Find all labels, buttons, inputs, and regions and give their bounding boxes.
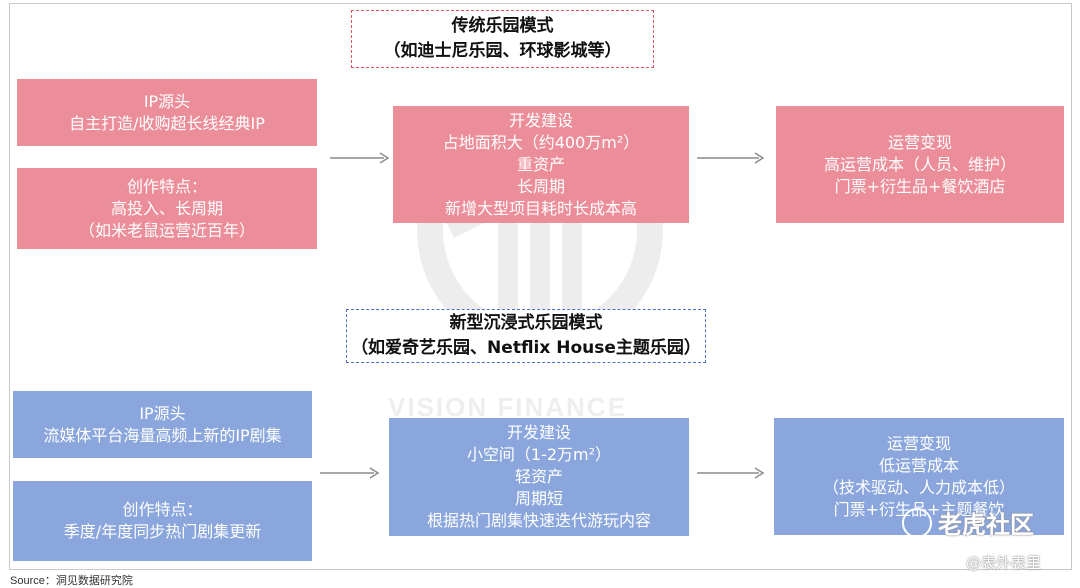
source-note: Source：洞见数据研究院 [10,575,133,587]
brand-watermark: 老虎社区 [902,505,1034,540]
immersive-ip-source-box: IP源头 流媒体平台海量高频上新的IP剧集 [13,391,312,458]
operation-heading: 运营变现 [886,433,951,453]
creation-desc: 高投入、长周期 [110,198,223,218]
ip-source-heading: IP源头 [143,91,191,111]
development-heading: 开发建设 [506,423,571,442]
immersive-title-line1: 新型沉浸式乐园模式 [449,313,603,333]
development-heading: 开发建设 [508,110,573,130]
traditional-ip-source-box: IP源头 自主打造/收购超长线经典IP [17,79,317,146]
development-content: 根据热门剧集快速迭代游玩内容 [426,511,651,530]
development-area: 占地面积大（约400万m²） [442,132,640,152]
arrow-right-icon [330,152,390,164]
tiger-logo-icon [902,507,932,538]
traditional-creation-box: 创作特点： 高投入、长周期 （如米老鼠运营近百年） [17,168,317,249]
ip-source-desc: 自主打造/收购超长线经典IP [69,113,265,133]
development-project: 新增大型项目耗时长成本高 [444,198,637,218]
arrow-right-icon [697,467,765,479]
operation-cost-note: （技术驱动、人力成本低） [822,477,1015,497]
immersive-development-box: 开发建设 小空间（1-2万m²） 轻资产 周期短 根据热门剧集快速迭代游玩内容 [389,418,689,536]
ip-source-desc: 流媒体平台海量高频上新的IP剧集 [43,425,282,445]
creation-heading: 创作特点： [122,500,203,519]
diagram-panel [9,3,1072,570]
creation-desc: 季度/年度同步热门剧集更新 [63,522,262,541]
traditional-title-line1: 传统乐园模式 [451,16,554,36]
immersive-creation-box: 创作特点： 季度/年度同步热门剧集更新 [13,481,312,561]
development-asset: 重资产 [516,154,565,174]
development-cycle: 长周期 [516,176,565,196]
development-cycle: 周期短 [514,489,563,508]
operation-heading: 运营变现 [887,132,952,152]
immersive-title-line2: （如爱奇艺乐园、Netflix House主题乐园） [351,338,701,358]
creation-heading: 创作特点： [126,176,207,196]
traditional-operation-box: 运营变现 高运营成本（人员、维护） 门票+衍生品+餐饮酒店 [776,106,1064,223]
creation-note: （如米老鼠运营近百年） [78,220,255,240]
brand-name: 老虎社区 [938,511,1034,539]
operation-cost: 低运营成本 [878,455,959,475]
traditional-model-title: 传统乐园模式 （如迪士尼乐园、环球影城等） [351,10,654,68]
development-asset: 轻资产 [514,467,563,486]
operation-revenue: 门票+衍生品+餐饮酒店 [834,176,1006,196]
operation-cost: 高运营成本（人员、维护） [823,154,1016,174]
watermark-text: VISION FINANCE [388,392,627,422]
development-area: 小空间（1-2万m²） [466,445,612,464]
immersive-model-title: 新型沉浸式乐园模式 （如爱奇艺乐园、Netflix House主题乐园） [346,309,706,363]
traditional-development-box: 开发建设 占地面积大（约400万m²） 重资产 长周期 新增大型项目耗时长成本高 [393,106,689,223]
arrow-right-icon [320,467,380,479]
brand-handle: @表外表里 [966,554,1042,572]
traditional-title-line2: （如迪士尼乐园、环球影城等） [383,41,622,61]
ip-source-heading: IP源头 [139,403,186,423]
arrow-right-icon [697,152,765,164]
